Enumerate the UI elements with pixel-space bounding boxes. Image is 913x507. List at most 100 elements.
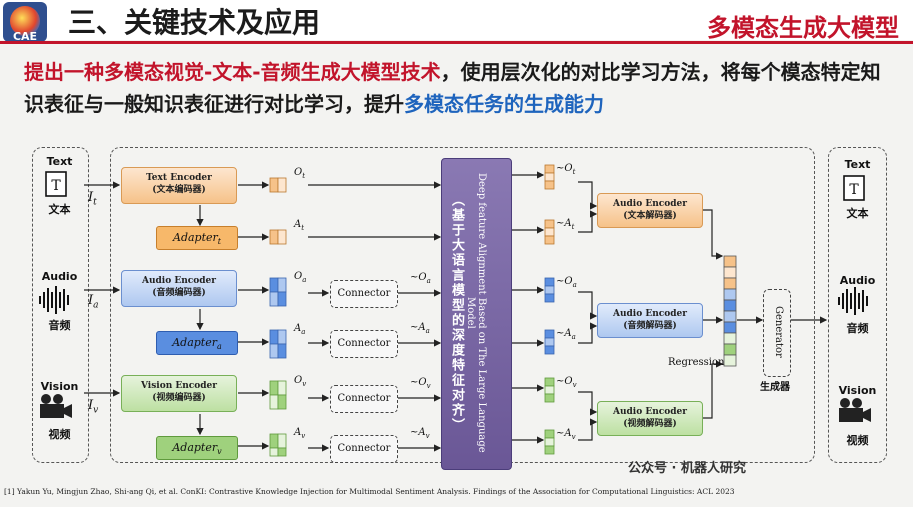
adapter-vision: Adapterv [156,436,238,460]
slide-subtitle: 提出一种多模态视觉-文本-音频生成大模型技术，使用层次化的对比学习方法，将每个模… [24,56,892,120]
audio-decoder-zh: (音频解码器) [623,321,677,331]
feature-vector-o-a [269,277,287,307]
var-right-a-t: ~At [556,218,575,231]
connector-a-v: Connector [330,435,398,463]
text-document-icon: T [45,171,67,197]
regression-vector-stack [723,255,737,367]
audio-decoder-en: Audio Encoder [612,309,688,319]
svg-text:T: T [849,182,859,198]
input-var-vision: Iv [88,398,99,416]
input-vision-label-zh: 视频 [48,428,71,441]
subtitle-highlight-blue: 多模态任务的生成能力 [404,92,604,116]
text-encoder-block: Text Encoder (文本编码器) [121,167,237,204]
output-vision-label-zh: 视频 [846,434,869,447]
input-text-label-zh: 文本 [48,203,71,216]
llm-alignment-zh: （基于大语言模型的深度特征对齐） [449,193,464,433]
vision-decoder-en: Audio Encoder [612,407,688,417]
output-audio-waveform-icon [838,287,868,315]
header-rule [0,41,913,44]
cae-logo: CAE [3,2,47,43]
var-a-v: Av [294,427,306,440]
output-text-document-icon: T [843,175,865,201]
aligned-vector-a-t [544,219,555,245]
generator-label-zh: 生成器 [760,382,790,393]
input-audio-label-zh: 音频 [48,319,71,332]
var-tilde-a-v: ~Av [410,427,430,440]
subtitle-body: ，使用层次化的对比学习方法，将每个模态特定知识表征与一般知识表征进行对比学习，提… [24,60,881,116]
output-modalities-panel [828,147,887,463]
input-audio-label-en: Audio [41,270,78,283]
audio-encoder-block: Audio Encoder (音频编码器) [121,270,237,307]
output-audio-label-en: Audio [839,274,876,287]
var-o-t: Ot [294,167,306,180]
audio-encoder-en: Audio Encoder [141,276,217,286]
logo-emblem [10,6,40,36]
vision-decoder-block: Audio Encoder (视频解码器) [597,401,703,436]
text-decoder-block: Audio Encoder (文本解码器) [597,193,703,228]
output-vision-label-en: Vision [838,384,877,397]
section-title: 三、关键技术及应用 [68,6,321,39]
aligned-vector-a-a [544,329,555,355]
aligned-vector-a-v [544,429,555,455]
logo-text: CAE [12,30,38,43]
audio-decoder-block: Audio Encoder (音频解码器) [597,303,703,338]
aligned-vector-o-t [544,164,555,190]
wechat-watermark: 公众号 · 机器人研究 [628,461,746,476]
var-o-v: Ov [294,375,307,388]
audio-waveform-icon [39,286,69,314]
var-tilde-a-a: ~Aa [410,322,430,335]
header-bar [0,0,913,40]
audio-encoder-zh: (音频编码器) [152,288,206,298]
var-tilde-o-v: ~Ov [410,377,431,390]
feature-vector-a-a [269,329,287,359]
citation-footnote: [1] Yakun Yu, Mingjun Zhao, Shi-ang Qi, … [4,487,735,496]
connector-a-a: Connector [330,330,398,358]
text-decoder-en: Audio Encoder [612,199,688,209]
input-var-text: It [88,190,97,208]
var-right-o-t: ~Ot [556,163,576,176]
generator-block [763,289,791,377]
feature-vector-o-v [269,380,287,410]
vision-encoder-zh: (视频编码器) [152,393,206,403]
connector-o-a: Connector [330,280,398,308]
adapter-text: Adaptert [156,226,238,250]
aligned-vector-o-v [544,377,555,403]
generator-label-en: Generator [773,306,784,358]
input-modalities-panel [32,147,89,463]
output-text-label-en: Text [844,158,871,171]
feature-vector-a-t [269,229,287,245]
var-a-a: Aa [294,323,306,336]
subtitle-highlight-red: 提出一种多模态视觉-文本-音频生成大模型技术 [24,60,441,84]
llm-alignment-block [441,158,512,470]
var-tilde-o-a: ~Oa [410,272,431,285]
svg-text:T: T [51,178,61,194]
var-o-a: Oa [294,271,307,284]
var-right-a-a: ~Aa [556,328,576,341]
feature-vector-a-v [269,433,287,457]
connector-o-v: Connector [330,385,398,413]
vision-encoder-en: Vision Encoder [140,381,218,391]
output-audio-label-zh: 音频 [846,322,869,335]
video-camera-icon [40,394,72,418]
input-vision-label-en: Vision [40,380,79,393]
feature-vector-o-t [269,177,287,193]
brand-title: 多模态生成大模型 [707,14,899,42]
aligned-vector-o-a [544,277,555,303]
text-encoder-en: Text Encoder [146,173,212,183]
output-text-label-zh: 文本 [846,207,869,220]
regression-label: Regression [668,357,725,368]
text-encoder-zh: (文本编码器) [152,185,206,195]
var-a-t: At [294,219,305,232]
vision-encoder-block: Vision Encoder (视频编码器) [121,375,237,412]
output-video-camera-icon [839,398,871,422]
var-right-a-v: ~Av [556,428,576,441]
input-var-audio: Ia [88,293,99,311]
vision-decoder-zh: (视频解码器) [623,419,677,429]
var-right-o-v: ~Ov [556,376,577,389]
var-right-o-a: ~Oa [556,276,577,289]
llm-alignment-en: Deep feature Alignment Based on The Larg… [465,173,487,453]
input-text-label-en: Text [46,155,73,168]
adapter-audio: Adaptera [156,331,238,355]
text-decoder-zh: (文本解码器) [623,211,677,221]
